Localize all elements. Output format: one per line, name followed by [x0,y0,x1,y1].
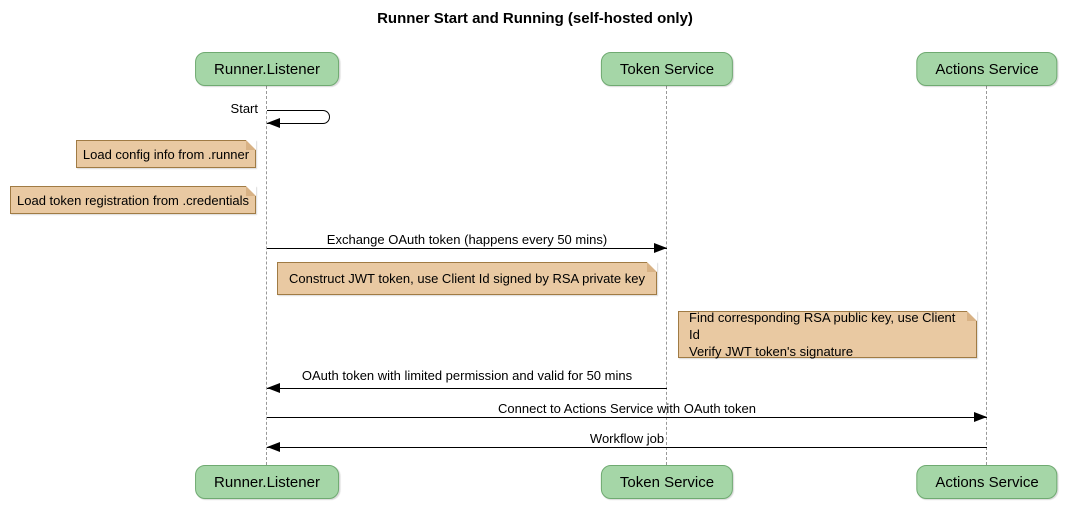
note-construct-jwt: Construct JWT token, use Client Id signe… [277,262,657,295]
message-line [267,248,667,249]
note-verify-jwt: Find corresponding RSA public key, use C… [678,310,977,359]
self-message-loop [267,110,330,124]
participant-label: Runner.Listener [214,473,320,491]
arrowhead-icon [974,412,987,422]
participant-actions-service-top: Actions Service [916,52,1058,86]
participant-label: Token Service [619,60,715,78]
message-label-oauth-token-returned: OAuth token with limited permission and … [301,368,633,383]
note-text: Construct JWT token, use Client Id signe… [289,271,645,286]
participant-label: Actions Service [935,473,1039,491]
participant-label: Token Service [619,473,715,491]
arrowhead-icon [267,383,280,393]
participant-label: Runner.Listener [214,60,320,78]
arrowhead-icon [654,243,667,253]
diagram-title: Runner Start and Running (self-hosted on… [377,10,693,27]
message-label-start: Start [230,101,258,116]
note-text: Find corresponding RSA public key, use C… [689,310,956,359]
message-line [267,388,667,389]
note-load-token-registration: Load token registration from .credential… [10,186,256,214]
note-text: Load token registration from .credential… [17,192,249,208]
message-line [267,417,987,418]
participant-token-service-bottom: Token Service [600,465,734,499]
participant-runner-listener-top: Runner.Listener [195,52,339,86]
message-label-exchange-oauth: Exchange OAuth token (happens every 50 m… [326,232,608,247]
message-label-workflow-job: Workflow job [589,431,665,446]
arrowhead-icon [267,118,280,128]
lifeline-runner-listener [266,86,267,465]
lifeline-token-service [666,86,667,465]
participant-actions-service-bottom: Actions Service [916,465,1058,499]
message-label-connect-actions: Connect to Actions Service with OAuth to… [498,401,756,416]
participant-runner-listener-bottom: Runner.Listener [195,465,339,499]
participant-token-service-top: Token Service [600,52,734,86]
message-line [267,447,987,448]
arrowhead-icon [267,442,280,452]
note-text: Load config info from .runner [82,146,250,162]
lifeline-actions-service [986,86,987,465]
participant-label: Actions Service [935,60,1039,78]
note-load-config: Load config info from .runner [76,140,256,168]
